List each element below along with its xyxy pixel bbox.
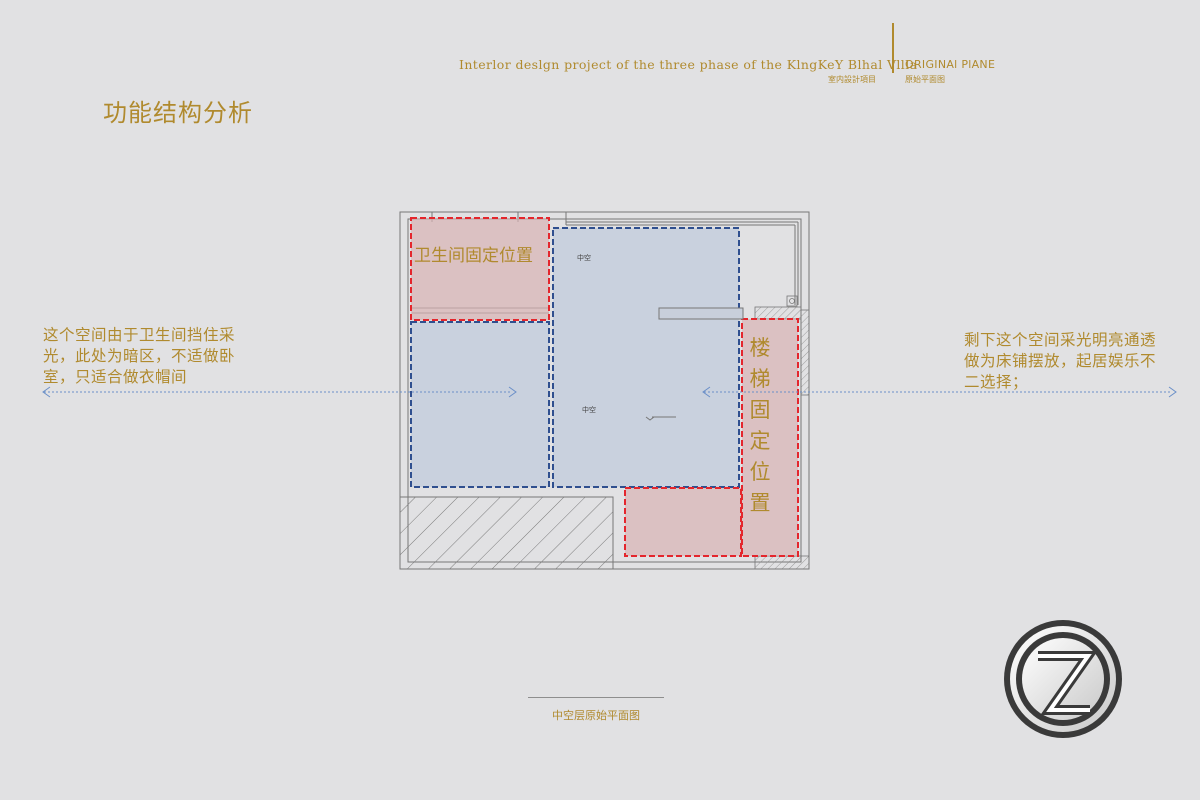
column-marker <box>786 295 798 307</box>
arrow-left <box>42 386 517 398</box>
plan-caption: 中空层原始平面图 <box>552 709 640 722</box>
caption-rule <box>528 697 664 698</box>
zone-bathroom <box>410 217 550 321</box>
interior-fixtures <box>645 307 744 421</box>
zone-stair <box>741 318 799 557</box>
project-title-en: Interlor deslgn project of the three pha… <box>459 57 918 72</box>
section-title-cn: 原始平面图 <box>905 75 945 84</box>
room-label-void-2: 中空 <box>582 405 596 414</box>
hatched-wall-bottom <box>754 555 810 570</box>
project-title-cn: 室内設計項目 <box>828 75 876 84</box>
section-title-en: ORIGINAl PlANE <box>905 58 996 71</box>
page-title: 功能结构分析 <box>103 99 253 127</box>
room-label-void-1: 中空 <box>577 253 591 262</box>
stair-zone-label: 楼梯固定位置 <box>749 336 771 515</box>
hatched-wall-corner <box>754 306 802 320</box>
arrow-right <box>702 386 1177 398</box>
hatched-structure-block <box>399 496 614 570</box>
z-circle-logo-icon <box>1004 620 1122 738</box>
left-space-note: 这个空间由于卫生间挡住采光，此处为暗区，不适做卧室，只适合做衣帽间 <box>43 326 236 386</box>
header-divider <box>892 23 894 73</box>
zone-open-area <box>552 227 740 488</box>
hatched-wall-right <box>800 309 810 396</box>
zone-stair-landing <box>624 487 742 557</box>
zone-dark-area <box>410 321 550 488</box>
bathroom-zone-label: 卫生间固定位置 <box>414 246 533 266</box>
right-space-note: 剩下这个空间采光明亮通透做为床铺摆放，起居娱乐不二选择； <box>964 331 1157 391</box>
